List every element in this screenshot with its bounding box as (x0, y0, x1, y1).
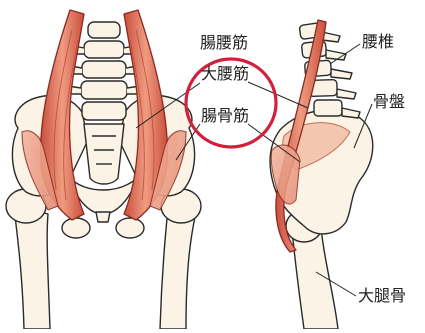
label-femur: 大腿骨 (358, 288, 406, 304)
label-psoas-major: 大腰筋 (201, 66, 249, 82)
label-iliopsoas: 腸腰筋 (200, 35, 248, 51)
side-view (270, 20, 373, 329)
front-view (6, 10, 201, 329)
label-iliacus: 腸骨筋 (201, 108, 249, 124)
label-pelvis: 骨盤 (373, 94, 405, 110)
label-lumbar-spine: 腰椎 (362, 34, 394, 50)
